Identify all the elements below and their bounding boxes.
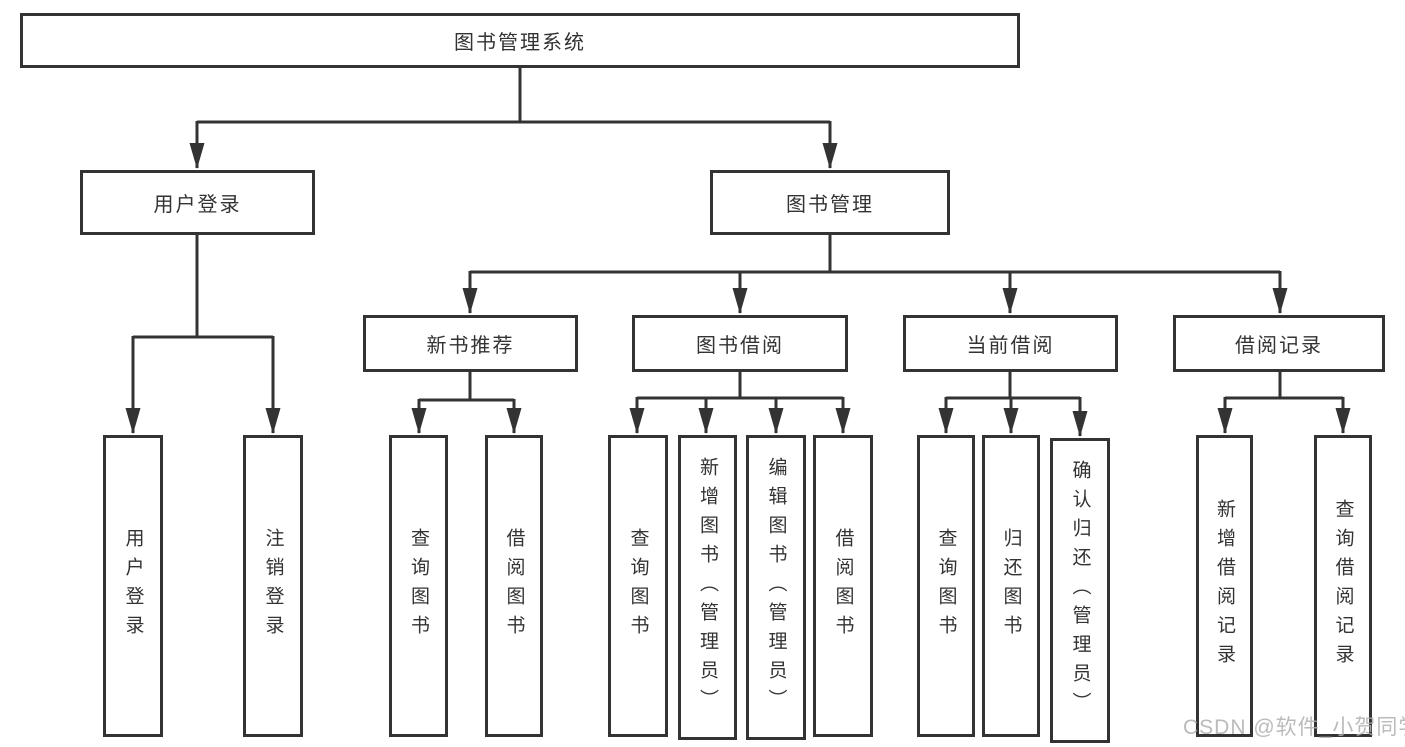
- node-user-login-label: 用户登录: [153, 194, 242, 216]
- connector-new-book-recommend-trunk: [419, 372, 514, 402]
- leaf-add-books-admin: 新增图书（管理员）: [678, 435, 737, 740]
- connector-book-management-trunk: [470, 235, 1280, 274]
- connector-current-borrow-trunk: [946, 372, 1080, 400]
- node-current-borrow-label: 当前借阅: [966, 335, 1055, 357]
- leaf-add-books-admin-label: 新增图书（管理员）: [697, 457, 718, 718]
- leaf-borrow-query-books-label: 查询图书: [627, 528, 649, 644]
- connector-user-login-trunk: [133, 235, 273, 339]
- leaf-current-query-books: 查询图书: [917, 435, 975, 737]
- leaf-add-borrow-record: 新增借阅记录: [1196, 435, 1253, 737]
- leaf-return-books: 归还图书: [982, 435, 1040, 737]
- leaf-confirm-return-admin-label: 确认归还（管理员）: [1069, 460, 1091, 721]
- leaf-return-books-label: 归还图书: [1000, 528, 1022, 644]
- leaf-user-login: 用户登录: [103, 435, 163, 737]
- leaf-user-login-label: 用户登录: [122, 528, 144, 644]
- node-new-book-recommend-label: 新书推荐: [426, 335, 515, 357]
- node-root-label: 图书管理系统: [454, 32, 586, 54]
- leaf-logout-label: 注销登录: [262, 528, 284, 644]
- leaf-recommend-borrow-books-label: 借阅图书: [503, 528, 525, 644]
- leaf-recommend-borrow-books: 借阅图书: [485, 435, 543, 737]
- leaf-logout: 注销登录: [243, 435, 303, 737]
- leaf-confirm-return-admin: 确认归还（管理员）: [1050, 438, 1110, 743]
- leaf-edit-books-admin-label: 编辑图书（管理员）: [765, 457, 787, 718]
- connector-borrow-records-trunk: [1225, 372, 1343, 400]
- node-book-management-label: 图书管理: [786, 194, 874, 216]
- csdn-watermark: CSDN @软件_小贺同学: [1183, 716, 1405, 739]
- connector-book-borrow-trunk: [637, 372, 843, 400]
- leaf-recommend-query-books-label: 查询图书: [408, 528, 429, 644]
- leaf-edit-books-admin: 编辑图书（管理员）: [746, 435, 806, 740]
- leaf-recommend-query-books: 查询图书: [389, 435, 448, 737]
- leaf-query-borrow-record: 查询借阅记录: [1314, 435, 1372, 737]
- node-borrow-records-label: 借阅记录: [1235, 335, 1323, 357]
- node-borrow-records: 借阅记录: [1173, 315, 1385, 372]
- node-new-book-recommend: 新书推荐: [363, 315, 578, 372]
- connector-root-trunk: [197, 68, 830, 124]
- leaf-borrow-books-label: 借阅图书: [832, 528, 854, 644]
- node-user-login: 用户登录: [80, 170, 315, 235]
- leaf-current-query-books-label: 查询图书: [935, 528, 957, 644]
- leaf-query-borrow-record-label: 查询借阅记录: [1332, 499, 1354, 673]
- node-book-borrow-label: 图书借阅: [696, 335, 784, 357]
- leaf-borrow-query-books: 查询图书: [608, 435, 668, 737]
- node-current-borrow: 当前借阅: [903, 315, 1118, 372]
- leaf-add-borrow-record-label: 新增借阅记录: [1214, 499, 1235, 673]
- node-book-borrow: 图书借阅: [632, 315, 848, 372]
- node-book-management: 图书管理: [710, 170, 950, 235]
- node-root: 图书管理系统: [20, 13, 1020, 68]
- leaf-borrow-books: 借阅图书: [813, 435, 873, 737]
